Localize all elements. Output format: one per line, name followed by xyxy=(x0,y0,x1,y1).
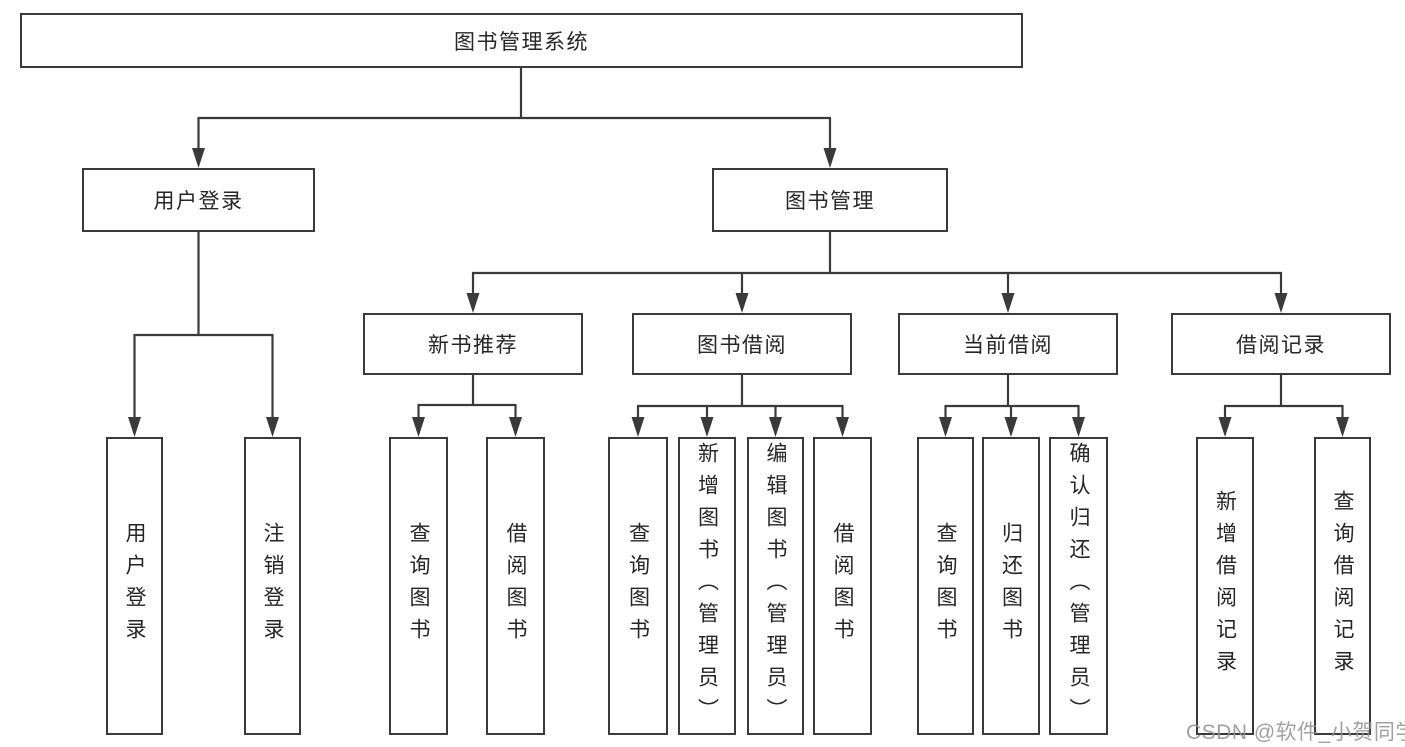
leaf-logout: 注销登录 xyxy=(244,437,301,735)
leaf-br-query-record-label: 查询借阅记录 xyxy=(1331,490,1354,682)
node-book-mgmt: 图书管理 xyxy=(712,168,948,232)
leaf-bb-borrow-books: 借阅图书 xyxy=(813,437,872,735)
leaf-nbr-borrow-books-label: 借阅图书 xyxy=(504,522,527,650)
leaf-cb-return-books-label: 归还图书 xyxy=(999,522,1023,650)
csdn-watermark: CSDN @软件_小贺同学 xyxy=(1186,721,1405,744)
leaf-bb-add-books-label: 新增图书（管理员） xyxy=(695,442,719,730)
leaf-bb-edit-books-label: 编辑图书（管理员） xyxy=(764,442,787,730)
node-book-borrowing: 图书借阅 xyxy=(632,313,852,375)
leaf-br-add-record-label: 新增借阅记录 xyxy=(1213,490,1237,682)
leaf-bb-borrow-books-label: 借阅图书 xyxy=(831,522,854,650)
leaf-cb-query-books-label: 查询图书 xyxy=(934,522,957,650)
leaf-cb-confirm-return: 确认归还（管理员） xyxy=(1049,437,1108,735)
leaf-cb-return-books: 归还图书 xyxy=(982,437,1040,735)
leaf-nbr-query-books: 查询图书 xyxy=(389,437,448,735)
leaf-nbr-borrow-books: 借阅图书 xyxy=(486,437,545,735)
leaf-bb-edit-books: 编辑图书（管理员） xyxy=(747,437,804,735)
leaf-bb-add-books: 新增图书（管理员） xyxy=(678,437,736,735)
leaf-logout-label: 注销登录 xyxy=(261,522,284,650)
leaf-br-add-record: 新增借阅记录 xyxy=(1196,437,1254,735)
leaf-bb-query-books: 查询图书 xyxy=(608,437,668,735)
leaf-user-login: 用户登录 xyxy=(106,437,163,735)
node-borrowing-records: 借阅记录 xyxy=(1171,313,1391,375)
node-new-book-rec: 新书推荐 xyxy=(363,313,583,375)
leaf-nbr-query-books-label: 查询图书 xyxy=(407,522,430,650)
leaf-br-query-record: 查询借阅记录 xyxy=(1314,437,1371,735)
node-root: 图书管理系统 xyxy=(20,13,1023,68)
node-current-borrowing: 当前借阅 xyxy=(898,313,1118,375)
leaf-cb-query-books: 查询图书 xyxy=(917,437,974,735)
leaf-bb-query-books-label: 查询图书 xyxy=(626,522,650,650)
node-user-login: 用户登录 xyxy=(82,168,315,232)
leaf-cb-confirm-return-label: 确认归还（管理员） xyxy=(1067,442,1090,730)
leaf-user-login-label: 用户登录 xyxy=(123,522,146,650)
